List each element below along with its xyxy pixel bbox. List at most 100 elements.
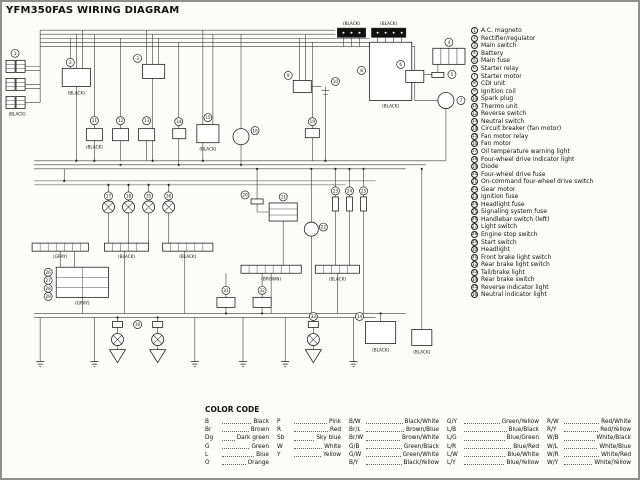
svg-text:8: 8 xyxy=(360,68,363,73)
color-code-name: Blue/Green xyxy=(506,435,539,442)
reverse-switch-box xyxy=(112,128,129,142)
component-callout: 33 xyxy=(308,312,318,321)
ac-magneto-connectors xyxy=(5,59,26,109)
component-callout: 35 xyxy=(144,191,153,201)
legend-item-label: Diode xyxy=(481,163,499,171)
legend-item-label: Fan motor relay xyxy=(481,132,529,140)
connector-color-label: (BLACK) xyxy=(343,21,360,26)
color-code-name: Blue/Red xyxy=(513,443,539,450)
svg-text:18: 18 xyxy=(126,194,132,199)
legend-item-label: Ignition coil xyxy=(481,87,516,95)
gear-motor-symbol xyxy=(303,221,319,237)
legend-item-label: Circuit breaker (fan motor) xyxy=(481,125,562,133)
color-code-abbr: W xyxy=(277,443,283,450)
fan-motor-symbol xyxy=(232,128,250,146)
component-callout: 23 xyxy=(331,186,340,196)
color-code-name: Green xyxy=(251,443,269,450)
component-callout: 4 xyxy=(444,37,454,47)
legend-item-number: 13 xyxy=(471,117,478,125)
legend-item-label: Neutral indicator light xyxy=(481,291,547,299)
color-code-name: Yellow xyxy=(323,451,341,458)
color-code-name: Black xyxy=(253,419,269,425)
main-switch-box xyxy=(142,63,166,79)
color-code-name: Red/White xyxy=(601,419,631,425)
color-code-leader xyxy=(564,431,599,433)
color-code-abbr: G/B xyxy=(349,443,360,450)
color-code-name: White/Red xyxy=(601,451,631,458)
color-code-abbr: R/Y xyxy=(547,427,557,434)
connector-color-label: (BLACK) xyxy=(199,147,216,152)
legend-item-label: Headlight xyxy=(481,246,510,254)
svg-text:1: 1 xyxy=(14,51,17,56)
color-code-leader xyxy=(464,439,505,441)
svg-text:14: 14 xyxy=(176,119,182,124)
legend-item-number: 7 xyxy=(471,72,478,80)
rectifier-regulator-box xyxy=(61,67,91,87)
color-code-leader xyxy=(464,447,512,449)
svg-text:4: 4 xyxy=(448,40,451,45)
legend-item-number: 32 xyxy=(471,261,478,269)
color-code-leader xyxy=(366,447,402,449)
svg-text:12: 12 xyxy=(118,118,124,123)
connector-color-label: (BLACK) xyxy=(179,254,196,259)
neutral-switch-box xyxy=(138,128,156,142)
color-code-name: Green/Black xyxy=(403,443,439,450)
thermo-unit-box xyxy=(85,128,103,142)
component-callout: 29 xyxy=(43,291,53,301)
battery-cell-lines xyxy=(440,48,458,65)
connector-color-label: (GRAY) xyxy=(53,254,68,259)
color-code-leader xyxy=(464,464,505,466)
component-callout: 3 xyxy=(133,53,142,63)
ignition-coil-box xyxy=(292,80,312,93)
legend-item-number: 1 xyxy=(471,27,478,35)
component-callout: 8 xyxy=(357,66,366,75)
color-code-abbr: B/W xyxy=(349,419,361,425)
legend-item-number: 30 xyxy=(471,246,478,254)
color-code-name: White/Blue xyxy=(599,443,631,450)
legend-item-number: 11 xyxy=(471,102,478,110)
component-callout: 17 xyxy=(104,191,113,201)
svg-text:24: 24 xyxy=(347,189,353,194)
component-callout: 30 xyxy=(133,320,142,329)
color-code-name: Pink xyxy=(328,419,341,425)
svg-text:21: 21 xyxy=(281,195,287,200)
legend-item-number: 16 xyxy=(471,140,478,148)
svg-text:29: 29 xyxy=(46,294,52,299)
legend-item-label: Engine stop switch xyxy=(481,231,538,239)
color-code-abbr: Sb xyxy=(277,435,285,442)
color-code-name: Blue/White xyxy=(507,451,539,458)
connector-color-label: (BLACK) xyxy=(86,145,103,150)
legend-item-number: 20 xyxy=(471,170,478,178)
legend-item-label: Start switch xyxy=(481,238,517,246)
legend-item-number: 4 xyxy=(471,49,478,57)
svg-text:31: 31 xyxy=(223,288,229,293)
legend-item-number: 18 xyxy=(471,155,478,163)
svg-text:2: 2 xyxy=(69,60,72,65)
